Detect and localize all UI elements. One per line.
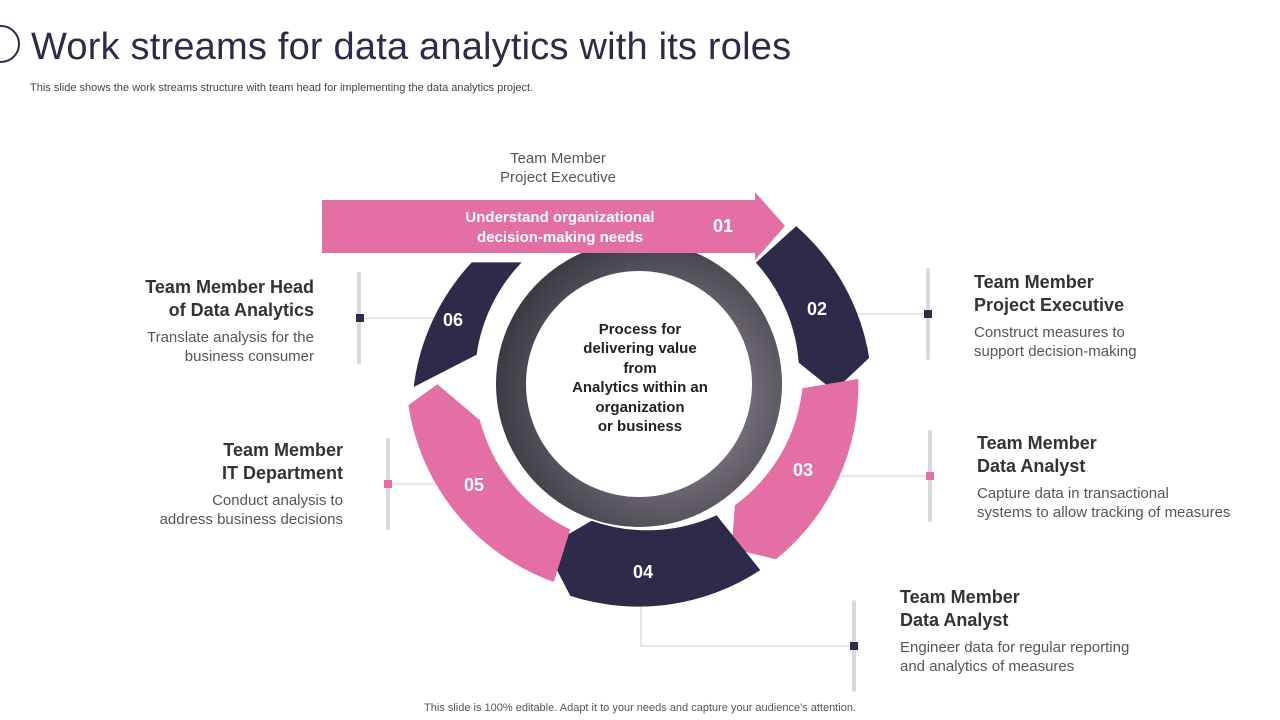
connector-line-04 xyxy=(640,595,854,647)
center-line: organization xyxy=(595,398,685,416)
role-head-line: Team Member xyxy=(223,440,343,460)
role-desc-line: Conduct analysis to xyxy=(212,492,343,509)
center-line: from xyxy=(623,359,657,377)
center-line: delivering value xyxy=(583,340,697,358)
role-label-06: Team Member Head of Data Analytics Trans… xyxy=(94,276,314,366)
center-line: Analytics within an xyxy=(572,379,708,397)
bar-marker-06 xyxy=(356,314,364,322)
role-label-04: Team Member Data Analyst Engineer data f… xyxy=(900,586,1200,676)
page-title: Work streams for data analytics with its… xyxy=(31,26,792,68)
side-bars xyxy=(356,268,934,692)
role-desc-line: Construct measures to xyxy=(974,324,1125,341)
role-head-line: of Data Analytics xyxy=(168,300,314,320)
role-desc-line: and analytics of measures xyxy=(900,658,1075,675)
role-desc-line: Capture data in transactional xyxy=(977,485,1169,502)
role-head-line: Team Member xyxy=(900,587,1020,607)
role-head-line: Team Member xyxy=(974,272,1094,292)
role-desc-line: Translate analysis for the xyxy=(146,329,314,346)
arc-segment-05 xyxy=(408,384,571,582)
role-label-01: Team Member Project Executive xyxy=(458,149,658,187)
banner-line: decision-making needs xyxy=(477,229,643,246)
step-number-01: 01 xyxy=(712,216,734,236)
role-desc-line: address business decisions xyxy=(159,511,343,528)
center-line: Process for xyxy=(598,321,682,338)
role-head-line: Project Executive xyxy=(500,169,616,186)
bar-marker-03 xyxy=(926,472,934,480)
role-label-05: Team Member IT Department Conduct analys… xyxy=(103,439,343,529)
bar-marker-05 xyxy=(384,480,392,488)
bar-marker-04 xyxy=(850,642,858,650)
arc-segment-06 xyxy=(413,262,522,387)
role-label-02: Team Member Project Executive Construct … xyxy=(974,271,1254,361)
banner-line: Understand organizational xyxy=(465,209,655,226)
role-desc-line: business consumer xyxy=(184,348,314,365)
role-desc-line: Engineer data for regular reporting xyxy=(900,639,1130,656)
footer-note: This slide is 100% editable. Adapt it to… xyxy=(424,702,856,714)
role-label-03: Team Member Data Analyst Capture data in… xyxy=(977,432,1267,522)
role-desc-line: systems to allow tracking of measures xyxy=(977,504,1231,521)
role-desc-line: support decision-making xyxy=(974,343,1137,360)
page-subtitle: This slide shows the work streams struct… xyxy=(30,82,534,94)
bar-marker-02 xyxy=(924,310,932,318)
step-number-03: 03 xyxy=(792,460,814,480)
role-head-line: Project Executive xyxy=(974,295,1125,315)
step-number-04: 04 xyxy=(632,562,654,582)
arc-segment-04 xyxy=(545,515,761,607)
role-head-line: Data Analyst xyxy=(977,456,1086,476)
role-head-line: Team Member xyxy=(510,150,606,167)
center-line: or business xyxy=(597,418,683,436)
role-head-line: IT Department xyxy=(221,463,343,483)
center-circle xyxy=(526,271,752,497)
banner-arrow-01 xyxy=(322,192,785,260)
ring-segments xyxy=(408,226,870,607)
center-label: Process for delivering value from Analyt… xyxy=(555,320,725,436)
role-head-line: Data Analyst xyxy=(900,610,1009,630)
arc-segment-03 xyxy=(731,378,859,560)
role-head-line: Team Member xyxy=(977,433,1097,453)
step-number-05: 05 xyxy=(463,475,485,495)
step-number-02: 02 xyxy=(806,299,828,319)
arc-segment-02 xyxy=(755,226,870,391)
banner-text-01: Understand organizational decision-makin… xyxy=(430,208,690,248)
role-head-line: Team Member Head xyxy=(145,277,314,297)
step-number-06: 06 xyxy=(442,310,464,330)
